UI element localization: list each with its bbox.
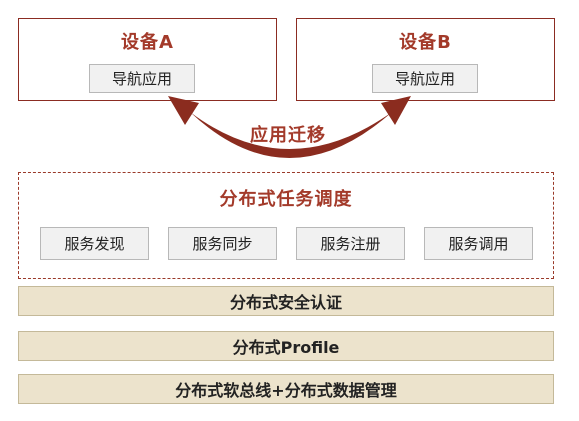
device-a-title: 设备A [121,32,174,53]
scheduler-box: 分布式任务调度 服务发现 服务同步 服务注册 服务调用 [18,172,554,279]
device-a-navigation-app: 导航应用 [89,64,195,93]
device-a-box: 设备A 导航应用 [18,18,277,101]
scheduler-title: 分布式任务调度 [219,189,353,210]
layer-security-auth: 分布式安全认证 [18,286,554,316]
device-b-navigation-app: 导航应用 [372,64,478,93]
service-sync-box: 服务同步 [168,227,277,260]
device-b-box: 设备B 导航应用 [296,18,555,101]
service-register-box: 服务注册 [296,227,405,260]
device-b-title: 设备B [399,32,452,53]
layer-profile: 分布式Profile [18,331,554,361]
migration-label: 应用迁移 [250,125,326,146]
service-discovery-box: 服务发现 [40,227,149,260]
layer-softbus-data: 分布式软总线+分布式数据管理 [18,374,554,404]
service-invoke-box: 服务调用 [424,227,533,260]
